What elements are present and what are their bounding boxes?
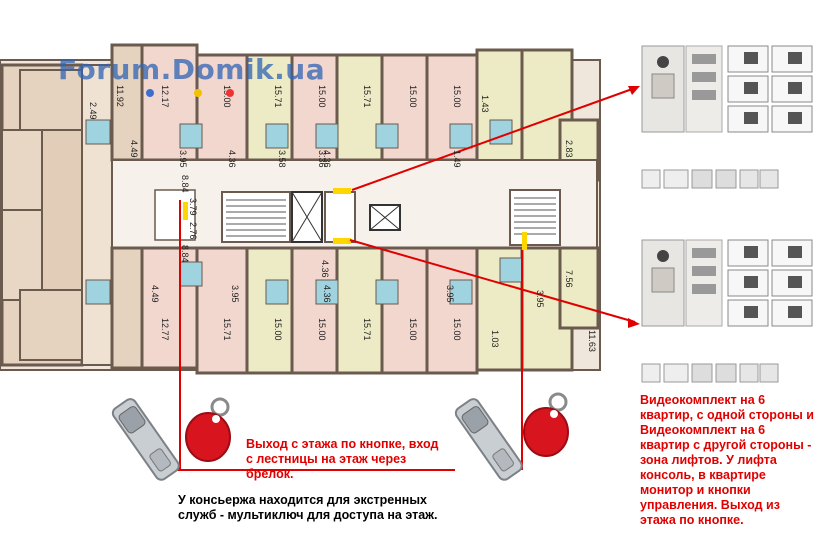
watermark-dots [146,89,234,97]
small-label-14: 4.49 [150,285,160,303]
videokit-note: Видеокомплект на 6 квартир, с одной стор… [640,393,814,527]
bottom-apartments [110,246,600,375]
bathrooms-bottom [85,257,523,305]
small-label-4: 3.58 [277,150,287,168]
access-markers [183,188,527,250]
small-label-16: 4.36 [322,285,332,303]
small-label-1: 4.49 [129,140,139,158]
intercom-kit-top [641,45,813,133]
small-label-11: 8.84 [180,245,190,263]
din-module-icon-2 [641,363,779,383]
room-label-top-7: 15.00 [452,85,462,108]
small-label-20: 1.49 [452,150,462,168]
rfid-keyfob-icon [185,397,231,462]
annotation-lines [172,87,636,471]
bathrooms-top [85,119,513,149]
central-corridor [111,159,598,249]
room-label-bottom-3: 15.00 [317,318,327,341]
small-label-19: 3.95 [445,285,455,303]
room-label-top-4: 15.00 [317,85,327,108]
room-label-bottom-6: 15.00 [452,318,462,341]
small-label-10: 8.84 [180,175,190,193]
small-label-9: 11.63 [587,330,597,352]
small-label-21: 1.43 [480,95,490,113]
small-label-13: 2.76 [188,222,198,240]
intercom-kit-bottom [641,239,813,327]
room-label-top-5: 15.71 [362,85,372,108]
arrow-heads [628,86,640,328]
room-label-top-6: 15.00 [408,85,418,108]
small-label-3: 4.36 [227,150,237,168]
room-label-bottom-4: 15.71 [362,318,372,341]
small-label-8: 3.95 [535,290,545,308]
small-label-15: 3.95 [230,285,240,303]
room-label-bottom-1: 15.71 [222,318,232,341]
small-label-12: 3.79 [188,198,198,216]
small-label-18: 4.36 [320,260,330,278]
room-label-top-3: 15.71 [273,85,283,108]
small-label-6: 2.83 [564,140,574,158]
exit-button-device [111,398,180,481]
room-label-bottom-2: 15.00 [273,318,283,341]
watermark: Forum.Domik.ua [58,53,326,86]
small-label-2: 3.95 [178,150,188,168]
room-label-bottom-0: 12.77 [160,318,170,341]
din-module-icon [641,169,779,189]
small-label-22: 1.03 [490,330,500,348]
rfid-keyfob-icon-2 [523,392,569,457]
exit-button-device-2 [454,398,523,481]
exit-button-note: Выход с этажа по кнопке, вход с лестницы… [246,437,439,481]
small-label-7: 7.56 [564,270,574,288]
concierge-note: У консьержа находится для экстренных слу… [178,493,438,522]
room-label-top-0: 11.92 [115,85,125,107]
small-label-17: 3.36 [317,150,327,168]
room-label-bottom-5: 15.00 [408,318,418,341]
small-label-0: 2.49 [88,102,98,120]
